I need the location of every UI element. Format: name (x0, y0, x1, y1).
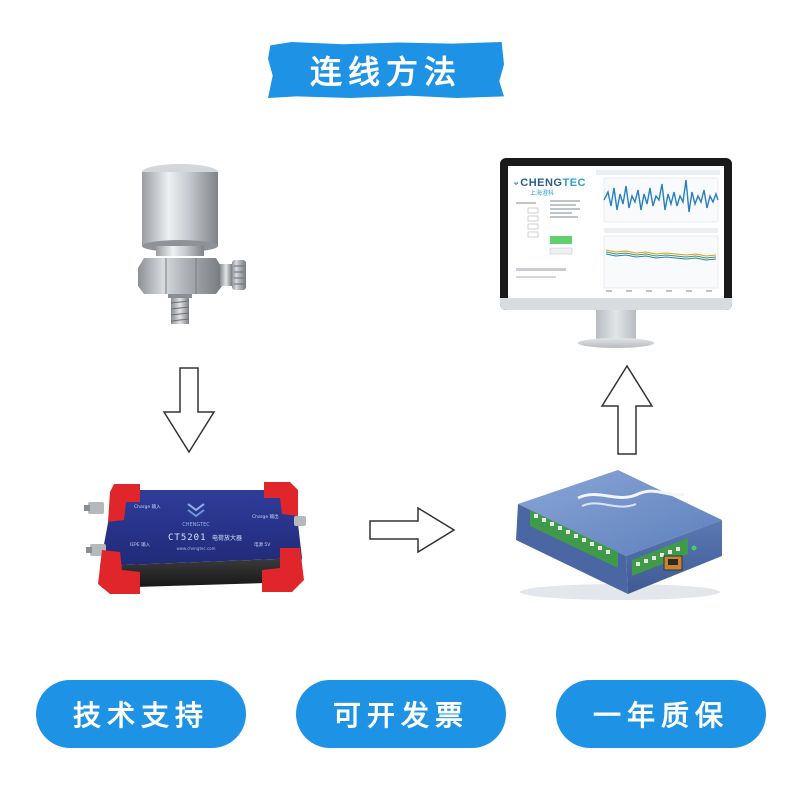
invoice-button[interactable]: 可开发票 (296, 680, 506, 748)
amp-website-label: www.chengtec.com (176, 546, 215, 551)
monitor-screen: CHENGTEC 上海澄科 (508, 166, 724, 300)
software-chart-panel (596, 170, 720, 296)
amp-port-left-bottom: IEPE 输入 (130, 541, 151, 548)
software-settings-panel (514, 198, 588, 294)
amp-model-label: CT5201 (168, 533, 207, 543)
charge-amplifier-icon: CHENGTEC CT5201 电荷放大器 www.chengtec.com C… (84, 482, 306, 594)
arrow-up-icon (600, 364, 654, 456)
screen-brand-sub: 上海澄科 (530, 190, 555, 197)
tech-support-button[interactable]: 技术支持 (36, 680, 246, 748)
screen-brand-logo: CHENGTEC (514, 172, 586, 194)
amp-brand-label: CHENGTEC (182, 522, 210, 528)
warranty-button[interactable]: 一年质保 (556, 680, 766, 748)
arrow-right-icon (368, 506, 458, 554)
amp-model-suffix: 电荷放大器 (212, 534, 242, 542)
accelerometer-sensor-image (130, 160, 260, 330)
monitor-stand (596, 310, 636, 340)
screen-brand-name-main: CHENG (520, 177, 563, 189)
monitor-base (578, 338, 654, 348)
monitor-chin (500, 298, 732, 310)
daq-module-icon (516, 470, 722, 600)
amp-port-right-top: Charge 输出 (252, 513, 279, 520)
screen-brand-name: CHENGTEC (520, 177, 586, 189)
daq-module-image (508, 464, 732, 604)
page-title: 连线方法 (309, 53, 462, 91)
title-banner: 连线方法 (268, 42, 504, 98)
computer-monitor-image: CHENGTEC 上海澄科 (500, 158, 732, 354)
sensor-icon (138, 164, 246, 324)
amp-port-left-top: Charge 输入 (134, 503, 161, 510)
brand-chevron-icon (514, 181, 519, 185)
amp-port-right-bottom: 电源 5V (254, 541, 271, 548)
arrow-down-icon (162, 366, 216, 456)
charge-amplifier-image: CHENGTEC CT5201 电荷放大器 www.chengtec.com C… (84, 470, 314, 598)
screen-brand-name-accent: TEC (562, 177, 586, 189)
